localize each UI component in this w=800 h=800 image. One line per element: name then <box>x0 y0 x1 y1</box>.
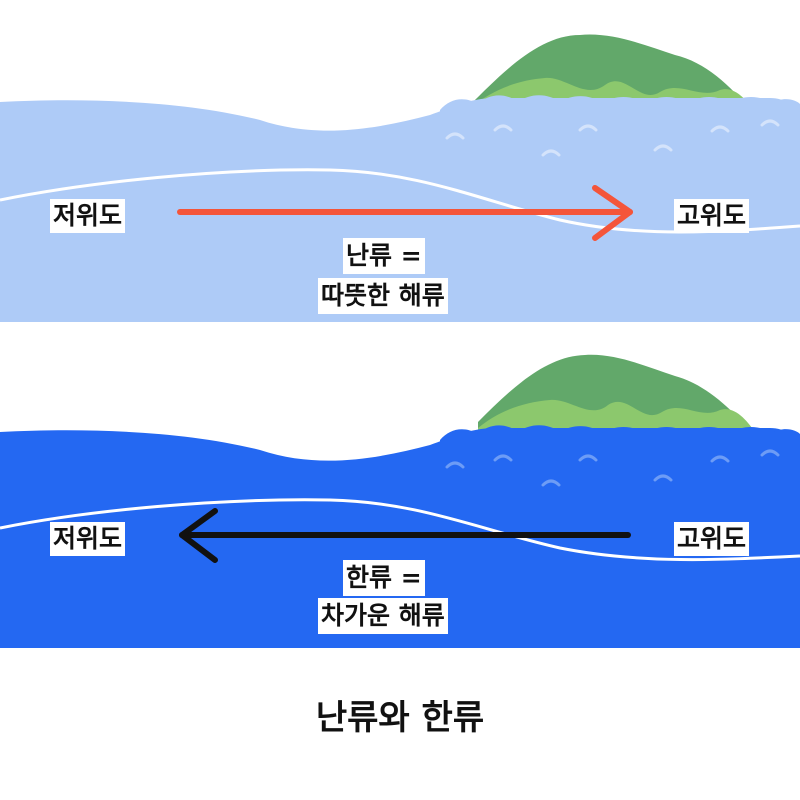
cold-current-panel <box>0 354 800 648</box>
wave-marks <box>445 449 780 487</box>
warm-current-arrow <box>177 185 633 241</box>
warm-start-label: 저위도 <box>50 199 126 233</box>
diagram-caption: 난류와 한류 <box>315 698 485 738</box>
cold-start-label: 고위도 <box>674 522 750 556</box>
cold-current-name-line2: 차가운 해류 <box>318 598 448 634</box>
warm-current-name-line1: 난류 = <box>343 238 425 274</box>
cold-current-name-line1: 한류 = <box>343 560 425 596</box>
warm-current-name-line2: 따뜻한 해류 <box>318 278 448 314</box>
warm-current-panel <box>0 34 800 322</box>
current-streamline <box>0 168 800 234</box>
warm-end-label: 고위도 <box>674 199 750 233</box>
cold-end-label: 저위도 <box>50 522 126 556</box>
current-streamline <box>0 498 800 562</box>
island <box>478 354 755 432</box>
wave-marks <box>445 119 780 157</box>
cold-current-arrow <box>179 508 631 563</box>
